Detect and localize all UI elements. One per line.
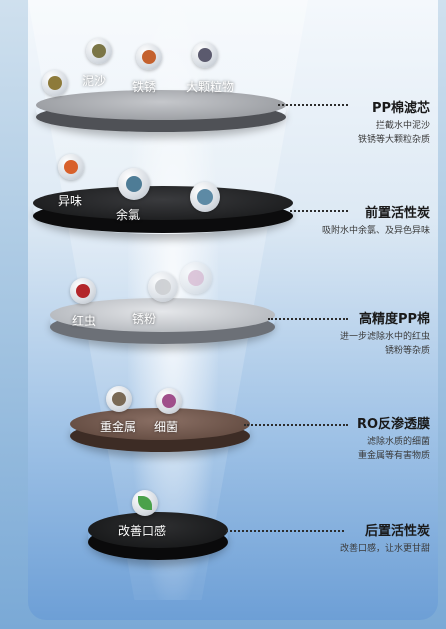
layer-disk-post-carbon	[88, 512, 228, 560]
impurity-label: 细菌	[154, 420, 179, 434]
layer-title: 后置活性炭	[364, 524, 430, 539]
filter-diagram: 泥沙 铁锈 大颗粒物 异味 余氯 红虫 锈粉 重金属 细菌 改善口感	[28, 0, 438, 620]
layer-caption-1: PP棉滤芯 拦截水中泥沙 铁锈等大颗粒杂质	[300, 97, 430, 147]
chlorine-icon	[118, 168, 150, 200]
layer-desc: 吸附水中余氯、及异色异味	[321, 226, 430, 236]
powder-icon	[180, 262, 212, 294]
leaf-icon	[132, 490, 158, 516]
impurity-label: 重金属	[100, 420, 137, 434]
layer-desc: 拦截水中泥沙 铁锈等大颗粒杂质	[357, 121, 430, 145]
impurity-label: 异味	[58, 194, 83, 208]
impurity-label: 铁锈	[132, 80, 157, 94]
layer-title: 前置活性炭	[364, 206, 430, 221]
rust-powder-icon	[148, 272, 178, 302]
leader-line	[268, 318, 348, 320]
rust-icon	[136, 44, 162, 70]
impurity-label: 泥沙	[82, 74, 107, 88]
layer-desc: 滤除水质的细菌 重金属等有害物质	[357, 437, 430, 461]
chlorine-particle-icon	[190, 182, 220, 212]
impurity-label: 红虫	[72, 314, 97, 328]
layer-desc: 进一步滤除水中的红虫 锈粉等杂质	[339, 332, 430, 356]
layer-title: RO反渗透膜	[356, 417, 430, 432]
impurity-label: 大颗粒物	[186, 80, 235, 94]
leader-line	[278, 104, 348, 106]
bacteria-icon	[156, 388, 182, 414]
impurity-label: 改善口感	[118, 524, 167, 538]
sand-icon	[42, 70, 68, 96]
layer-caption-2: 前置活性炭 吸附水中余氯、及异色异味	[300, 202, 430, 238]
leader-line	[226, 530, 344, 532]
layer-caption-3: 高精度PP棉 进一步滤除水中的红虫 锈粉等杂质	[300, 308, 430, 358]
layer-disk-pp-cotton	[36, 90, 286, 132]
odor-icon	[58, 154, 84, 180]
layer-title: 高精度PP棉	[358, 312, 430, 327]
particle-icon	[192, 42, 218, 68]
leader-line	[244, 424, 348, 426]
layer-disk-high-pp	[50, 298, 275, 344]
impurity-label: 余氯	[116, 208, 141, 222]
layer-desc: 改善口感，让水更甘甜	[339, 544, 430, 554]
heavy-metal-icon	[106, 386, 132, 412]
leader-line	[290, 210, 348, 212]
layer-disk-pre-carbon	[33, 186, 293, 234]
red-worm-icon	[70, 278, 96, 304]
impurity-label: 锈粉	[132, 312, 157, 326]
layer-disk-ro-membrane	[70, 408, 250, 452]
layer-caption-4: RO反渗透膜 滤除水质的细菌 重金属等有害物质	[300, 413, 430, 463]
sand-grain-icon	[86, 38, 112, 64]
layer-caption-5: 后置活性炭 改善口感，让水更甘甜	[300, 520, 430, 556]
layer-title: PP棉滤芯	[371, 101, 430, 116]
